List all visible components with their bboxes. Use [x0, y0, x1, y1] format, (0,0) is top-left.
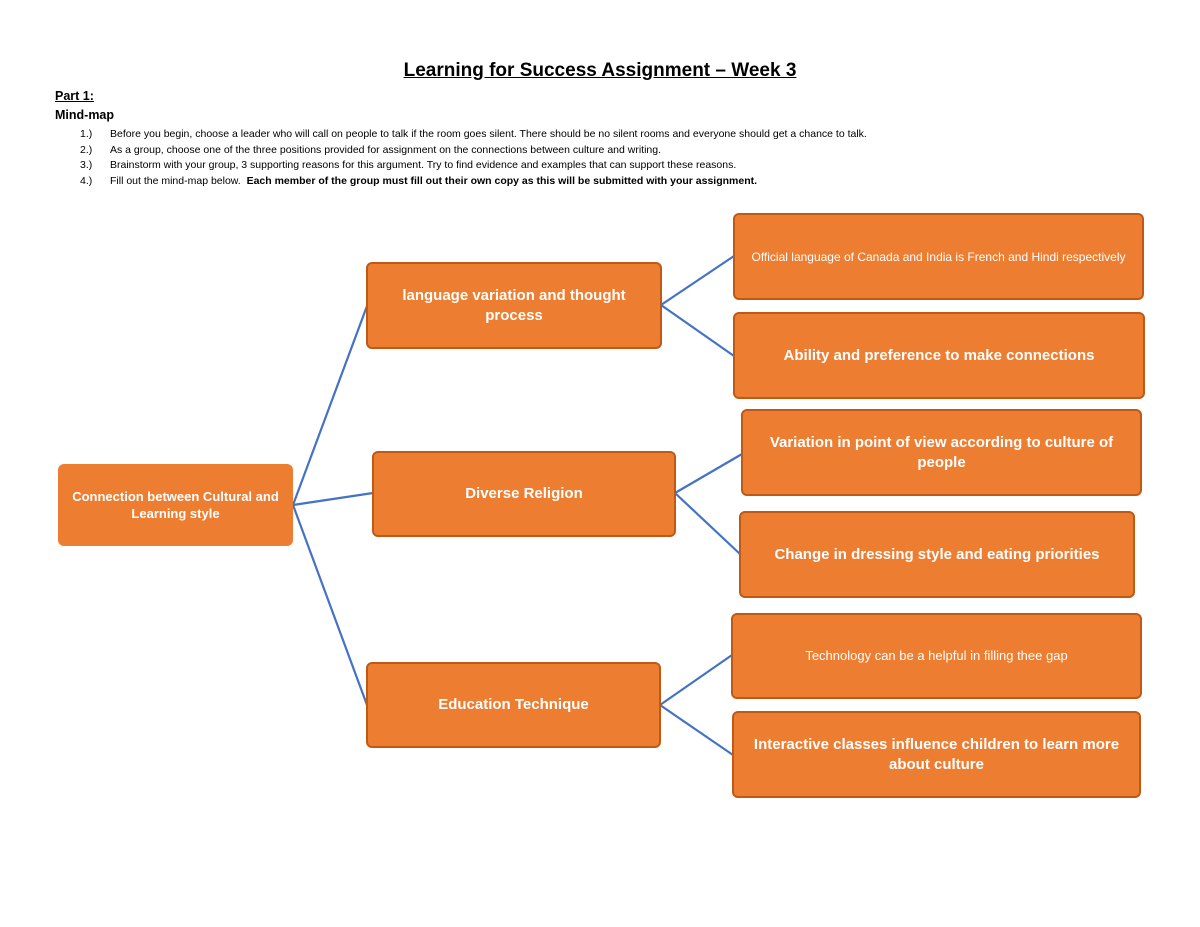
instruction-item: 4.) Fill out the mind-map below. Each me… — [80, 174, 1180, 190]
instruction-item: 3.) Brainstorm with your group, 3 suppor… — [80, 158, 1180, 174]
instruction-number: 1.) — [80, 128, 93, 140]
instruction-text: As a group, choose one of the three posi… — [110, 143, 662, 156]
mindmap-branch-node-2: Diverse Religion — [372, 451, 676, 537]
instruction-number: 2.) — [80, 143, 93, 156]
connector-branch-3-to-leaf-1 — [659, 654, 733, 706]
mindmap-leaf-node-3-1: Technology can be a helpful in filling t… — [731, 613, 1142, 699]
section-label: Mind-map — [55, 108, 115, 122]
part-label: Part 1: — [55, 89, 94, 103]
connector-branch-1-to-leaf-1 — [660, 255, 735, 306]
instruction-text-bold: Each member of the group must fill out t… — [246, 174, 758, 187]
instruction-number: 4.) — [80, 174, 93, 187]
instruction-text: Before you begin, choose a leader who wi… — [110, 128, 867, 140]
mindmap-leaf-node-1-2: Ability and preference to make connectio… — [733, 312, 1145, 399]
page-title: Learning for Success Assignment – Week 3 — [403, 60, 797, 81]
instruction-item: 1.) Before you begin, choose a leader wh… — [80, 127, 1180, 143]
mindmap-leaf-node-2-2: Change in dressing style and eating prio… — [739, 511, 1135, 598]
connector-root-to-branch-2 — [292, 491, 374, 507]
connector-branch-2-to-leaf-1 — [674, 453, 743, 494]
mindmap-branch-node-3: Education Technique — [366, 662, 661, 748]
connector-root-to-branch-1 — [291, 305, 369, 506]
connector-branch-3-to-leaf-2 — [659, 704, 734, 756]
instruction-text: Fill out the mind-map below. Each member… — [110, 174, 757, 190]
mindmap-leaf-node-3-2: Interactive classes influence children t… — [732, 711, 1141, 798]
connector-branch-1-to-leaf-2 — [660, 304, 735, 357]
mindmap-leaf-node-2-1: Variation in point of view according to … — [741, 409, 1142, 496]
instructions-list: 1.) Before you begin, choose a leader wh… — [80, 127, 1180, 189]
connector-root-to-branch-3 — [291, 504, 369, 706]
instruction-number: 3.) — [80, 159, 93, 171]
instruction-text-plain: Fill out the mind-map below. — [110, 174, 247, 187]
mindmap-root-node: Connection between Cultural and Learning… — [58, 464, 293, 546]
connector-branch-2-to-leaf-2 — [674, 492, 741, 555]
instruction-item: 2.) As a group, choose one of the three … — [80, 143, 1180, 159]
mindmap-branch-node-1: language variation and thought process — [366, 262, 662, 349]
instruction-text: Brainstorm with your group, 3 supporting… — [110, 159, 737, 171]
mindmap-leaf-node-1-1: Official language of Canada and India is… — [733, 213, 1144, 300]
